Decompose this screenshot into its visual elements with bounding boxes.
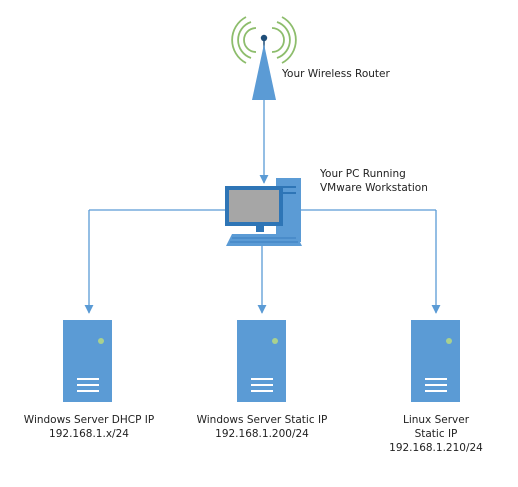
pc-label: Your PC Running VMware Workstation [320,167,428,195]
router-tower-icon [252,44,276,100]
pc-label-line-1: Your PC Running [320,168,406,180]
wireless-router-icon [231,16,297,100]
server-3-name: Linux Server [402,414,470,426]
server-3-label: Linux Server Static IP 192.168.1.210/24 [353,413,518,455]
server-icon-1 [63,320,112,402]
server-2-label: Windows Server Static IP 192.168.1.200/2… [179,413,345,441]
router-label: Your Wireless Router [282,68,390,80]
server-3-type: Static IP [414,428,458,440]
server-led-icon [272,338,278,344]
pc-label-line-2: VMware Workstation [320,182,428,194]
wifi-signal-left-icon [231,16,257,64]
server-led-icon [98,338,104,344]
server-icon-2 [237,320,286,402]
server-1-ip: 192.168.1.x/24 [49,428,129,440]
desktop-pc-icon [225,178,302,246]
server-1-name: Windows Server DHCP IP [23,414,155,426]
monitor-screen-icon [229,190,279,222]
server-icon-3 [411,320,460,402]
server-1-label: Windows Server DHCP IP 192.168.1.x/24 [6,413,172,441]
server-2-name: Windows Server Static IP [196,414,328,426]
antenna-dot-icon [260,34,268,42]
server-led-icon [446,338,452,344]
server-2-ip: 192.168.1.200/24 [215,428,309,440]
wifi-signal-right-icon [271,16,297,64]
server-3-ip: 192.168.1.210/24 [389,442,483,454]
keyboard-icon [226,234,302,246]
